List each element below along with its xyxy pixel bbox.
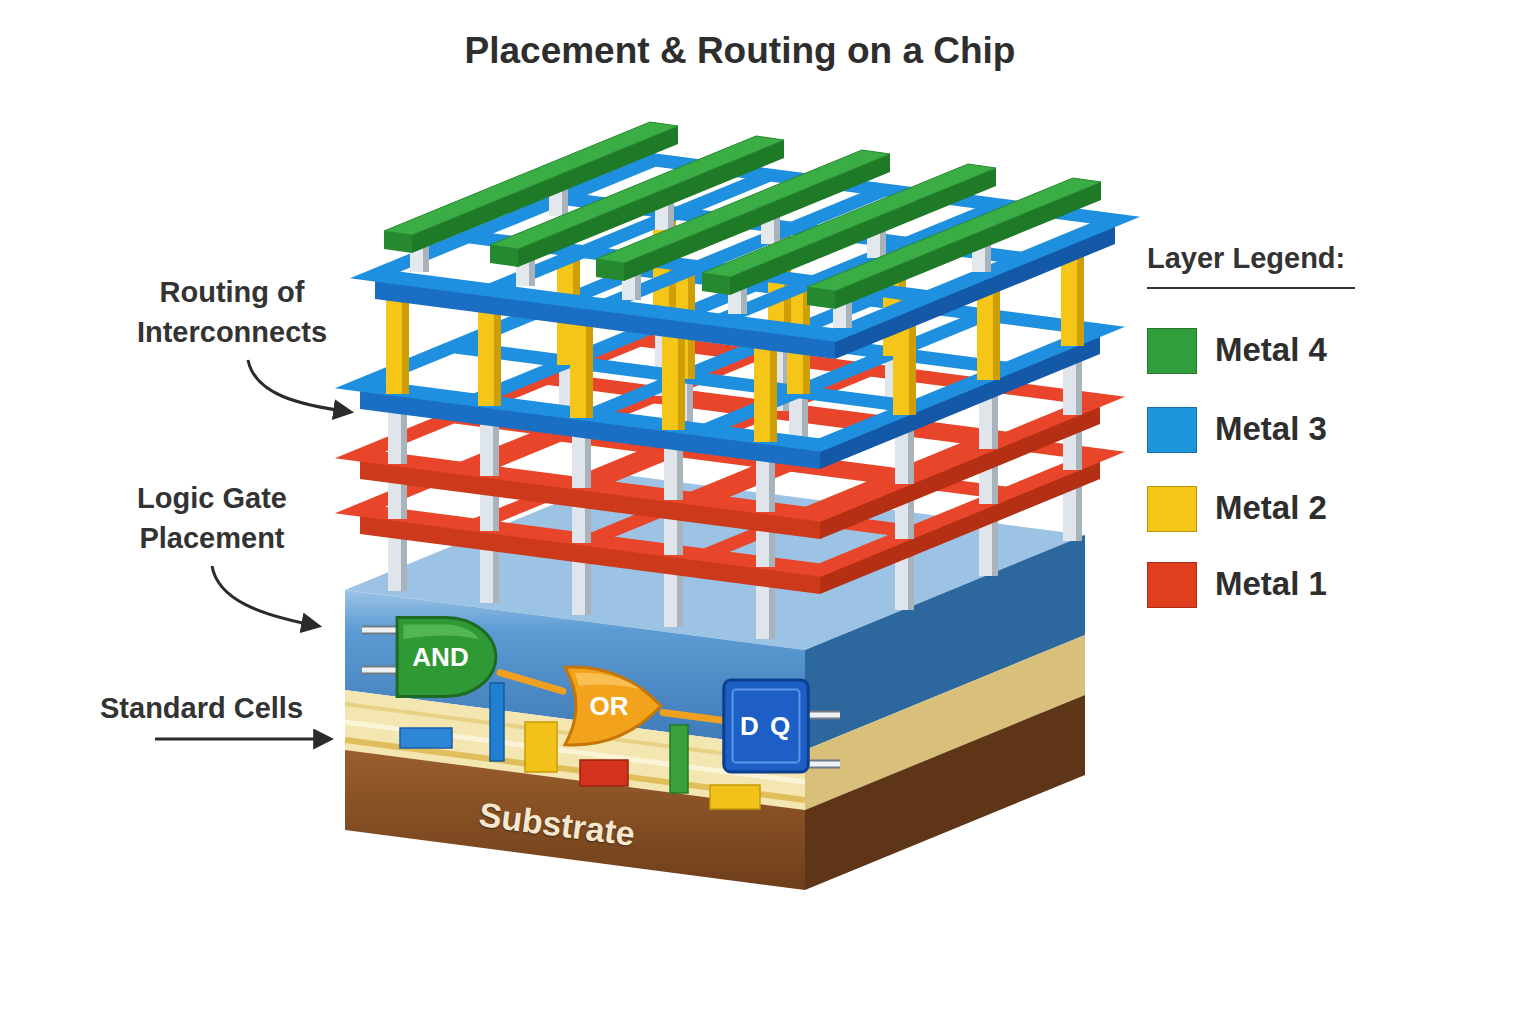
and-gate-body [397, 617, 496, 696]
metal3-grid [375, 160, 1115, 335]
flipflop-cell: D Q [722, 678, 810, 774]
legend-text: Metal 2 [1215, 489, 1327, 527]
gate-pin [362, 628, 398, 633]
flipflop-inner [733, 690, 800, 763]
diagram-title: Placement & Routing on a Chip [0, 30, 1480, 72]
leader-arrow [212, 566, 318, 626]
and-gate: AND [395, 612, 500, 702]
leader-arrow [248, 360, 350, 412]
gate-pin [362, 668, 398, 673]
legend-swatch [1147, 328, 1197, 374]
standard-cell [400, 728, 452, 748]
gate-highlight [403, 625, 479, 639]
callout-label: Standard Cells [100, 688, 303, 728]
flipflop-pin [806, 713, 840, 718]
flipflop-pin [806, 762, 840, 767]
or-gate: OR [563, 660, 663, 752]
gate-pin [362, 626, 398, 635]
standard-cell [490, 683, 504, 761]
flipflop-pin [806, 760, 840, 769]
gate-pin [362, 666, 398, 675]
legend-swatch [1147, 486, 1197, 532]
legend-text: Metal 4 [1215, 331, 1327, 369]
legend-swatch [1147, 562, 1197, 608]
substrate-side [805, 695, 1085, 890]
flipflop-pin [806, 711, 840, 720]
flipflop-body [724, 680, 808, 772]
callout-label: Logic Gate Placement [92, 478, 332, 558]
node-text: AND [412, 642, 468, 673]
metal4-bar [807, 178, 1101, 309]
legend-swatch [1147, 407, 1197, 453]
legend-text: Metal 3 [1215, 410, 1327, 448]
or-gate-body [565, 667, 661, 745]
legend-heading: Layer Legend: [1147, 238, 1345, 278]
standard-cell [670, 725, 688, 793]
node-text: OR [590, 691, 629, 722]
standard-cell [525, 722, 557, 772]
node-text: D Q [740, 711, 792, 742]
standard-cell [710, 785, 760, 809]
legend-text: Metal 1 [1215, 565, 1327, 603]
gate-highlight [575, 673, 641, 690]
callout-label: Routing of Interconnects [107, 272, 357, 352]
standard-cell [580, 760, 628, 786]
signal-wire [500, 673, 563, 692]
legend-rule [1147, 287, 1355, 289]
leader-arrow [155, 738, 330, 741]
signal-wire [663, 713, 722, 721]
